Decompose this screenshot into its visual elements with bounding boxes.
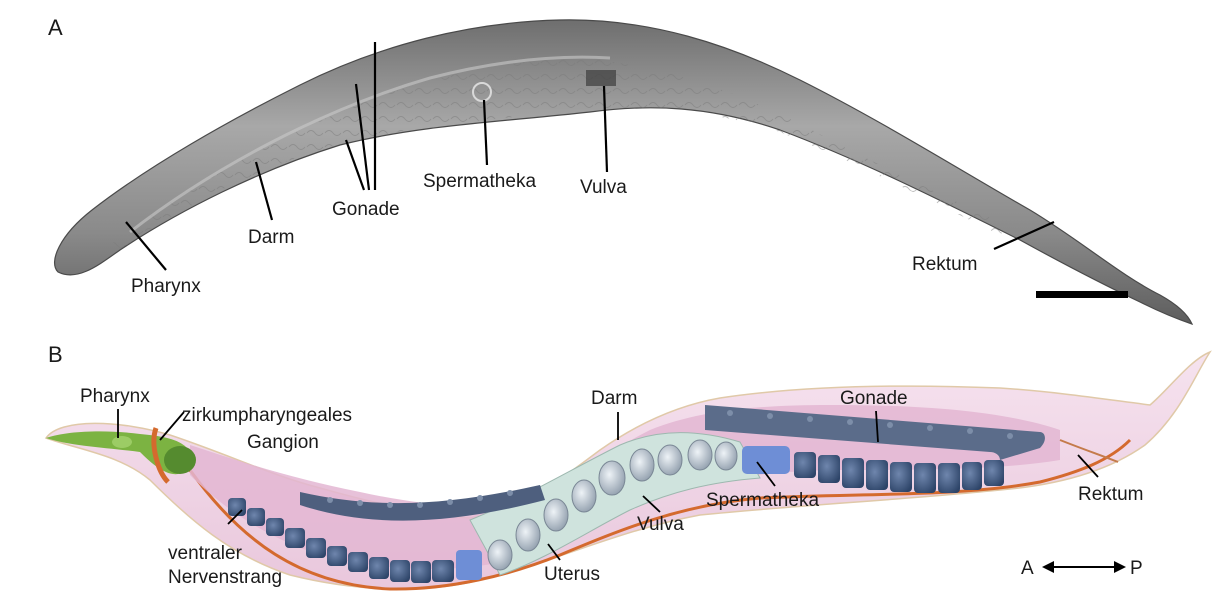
axis-indicator: A P xyxy=(1021,558,1143,579)
label-a-darm: Darm xyxy=(248,227,294,248)
label-b-nerve-2: Nervenstrang xyxy=(168,567,282,588)
label-a-vulva: Vulva xyxy=(580,177,627,198)
label-b-rektum: Rektum xyxy=(1078,484,1143,505)
axis-anterior: A xyxy=(1021,558,1034,579)
vulva-mark xyxy=(586,70,616,86)
label-a-rektum: Rektum xyxy=(912,254,977,275)
label-b-gonade: Gonade xyxy=(840,388,908,409)
label-b-uterus: Uterus xyxy=(544,564,600,585)
pointer-gonade-1 xyxy=(346,140,364,190)
panel-b-letter: B xyxy=(48,342,63,367)
label-b-pharynx: Pharynx xyxy=(80,386,150,407)
label-b-vulva: Vulva xyxy=(637,514,684,535)
label-a-pharynx: Pharynx xyxy=(131,276,201,297)
label-a-spermatheka: Spermatheka xyxy=(423,171,536,192)
axis-arrow-left xyxy=(1042,561,1054,573)
scale-bar xyxy=(1036,291,1128,298)
label-b-darm: Darm xyxy=(591,388,637,409)
label-b-spermatheka: Spermatheka xyxy=(706,490,819,511)
panel-a: A Pharynx Darm Gonade Spermatheka Vulva … xyxy=(48,15,1192,324)
panel-b: B xyxy=(46,342,1210,589)
panel-a-letter: A xyxy=(48,15,63,40)
label-b-ganglion-1: zirkumpharyngeales xyxy=(182,405,352,426)
label-b-nerve-1: ventraler xyxy=(168,543,243,564)
label-a-gonade: Gonade xyxy=(332,199,400,220)
spermatheca-posterior xyxy=(742,446,790,474)
spermatheca-anterior xyxy=(456,550,482,580)
label-b-ganglion-2: Gangion xyxy=(247,432,319,453)
axis-arrow-right xyxy=(1114,561,1126,573)
axis-posterior: P xyxy=(1130,558,1143,579)
